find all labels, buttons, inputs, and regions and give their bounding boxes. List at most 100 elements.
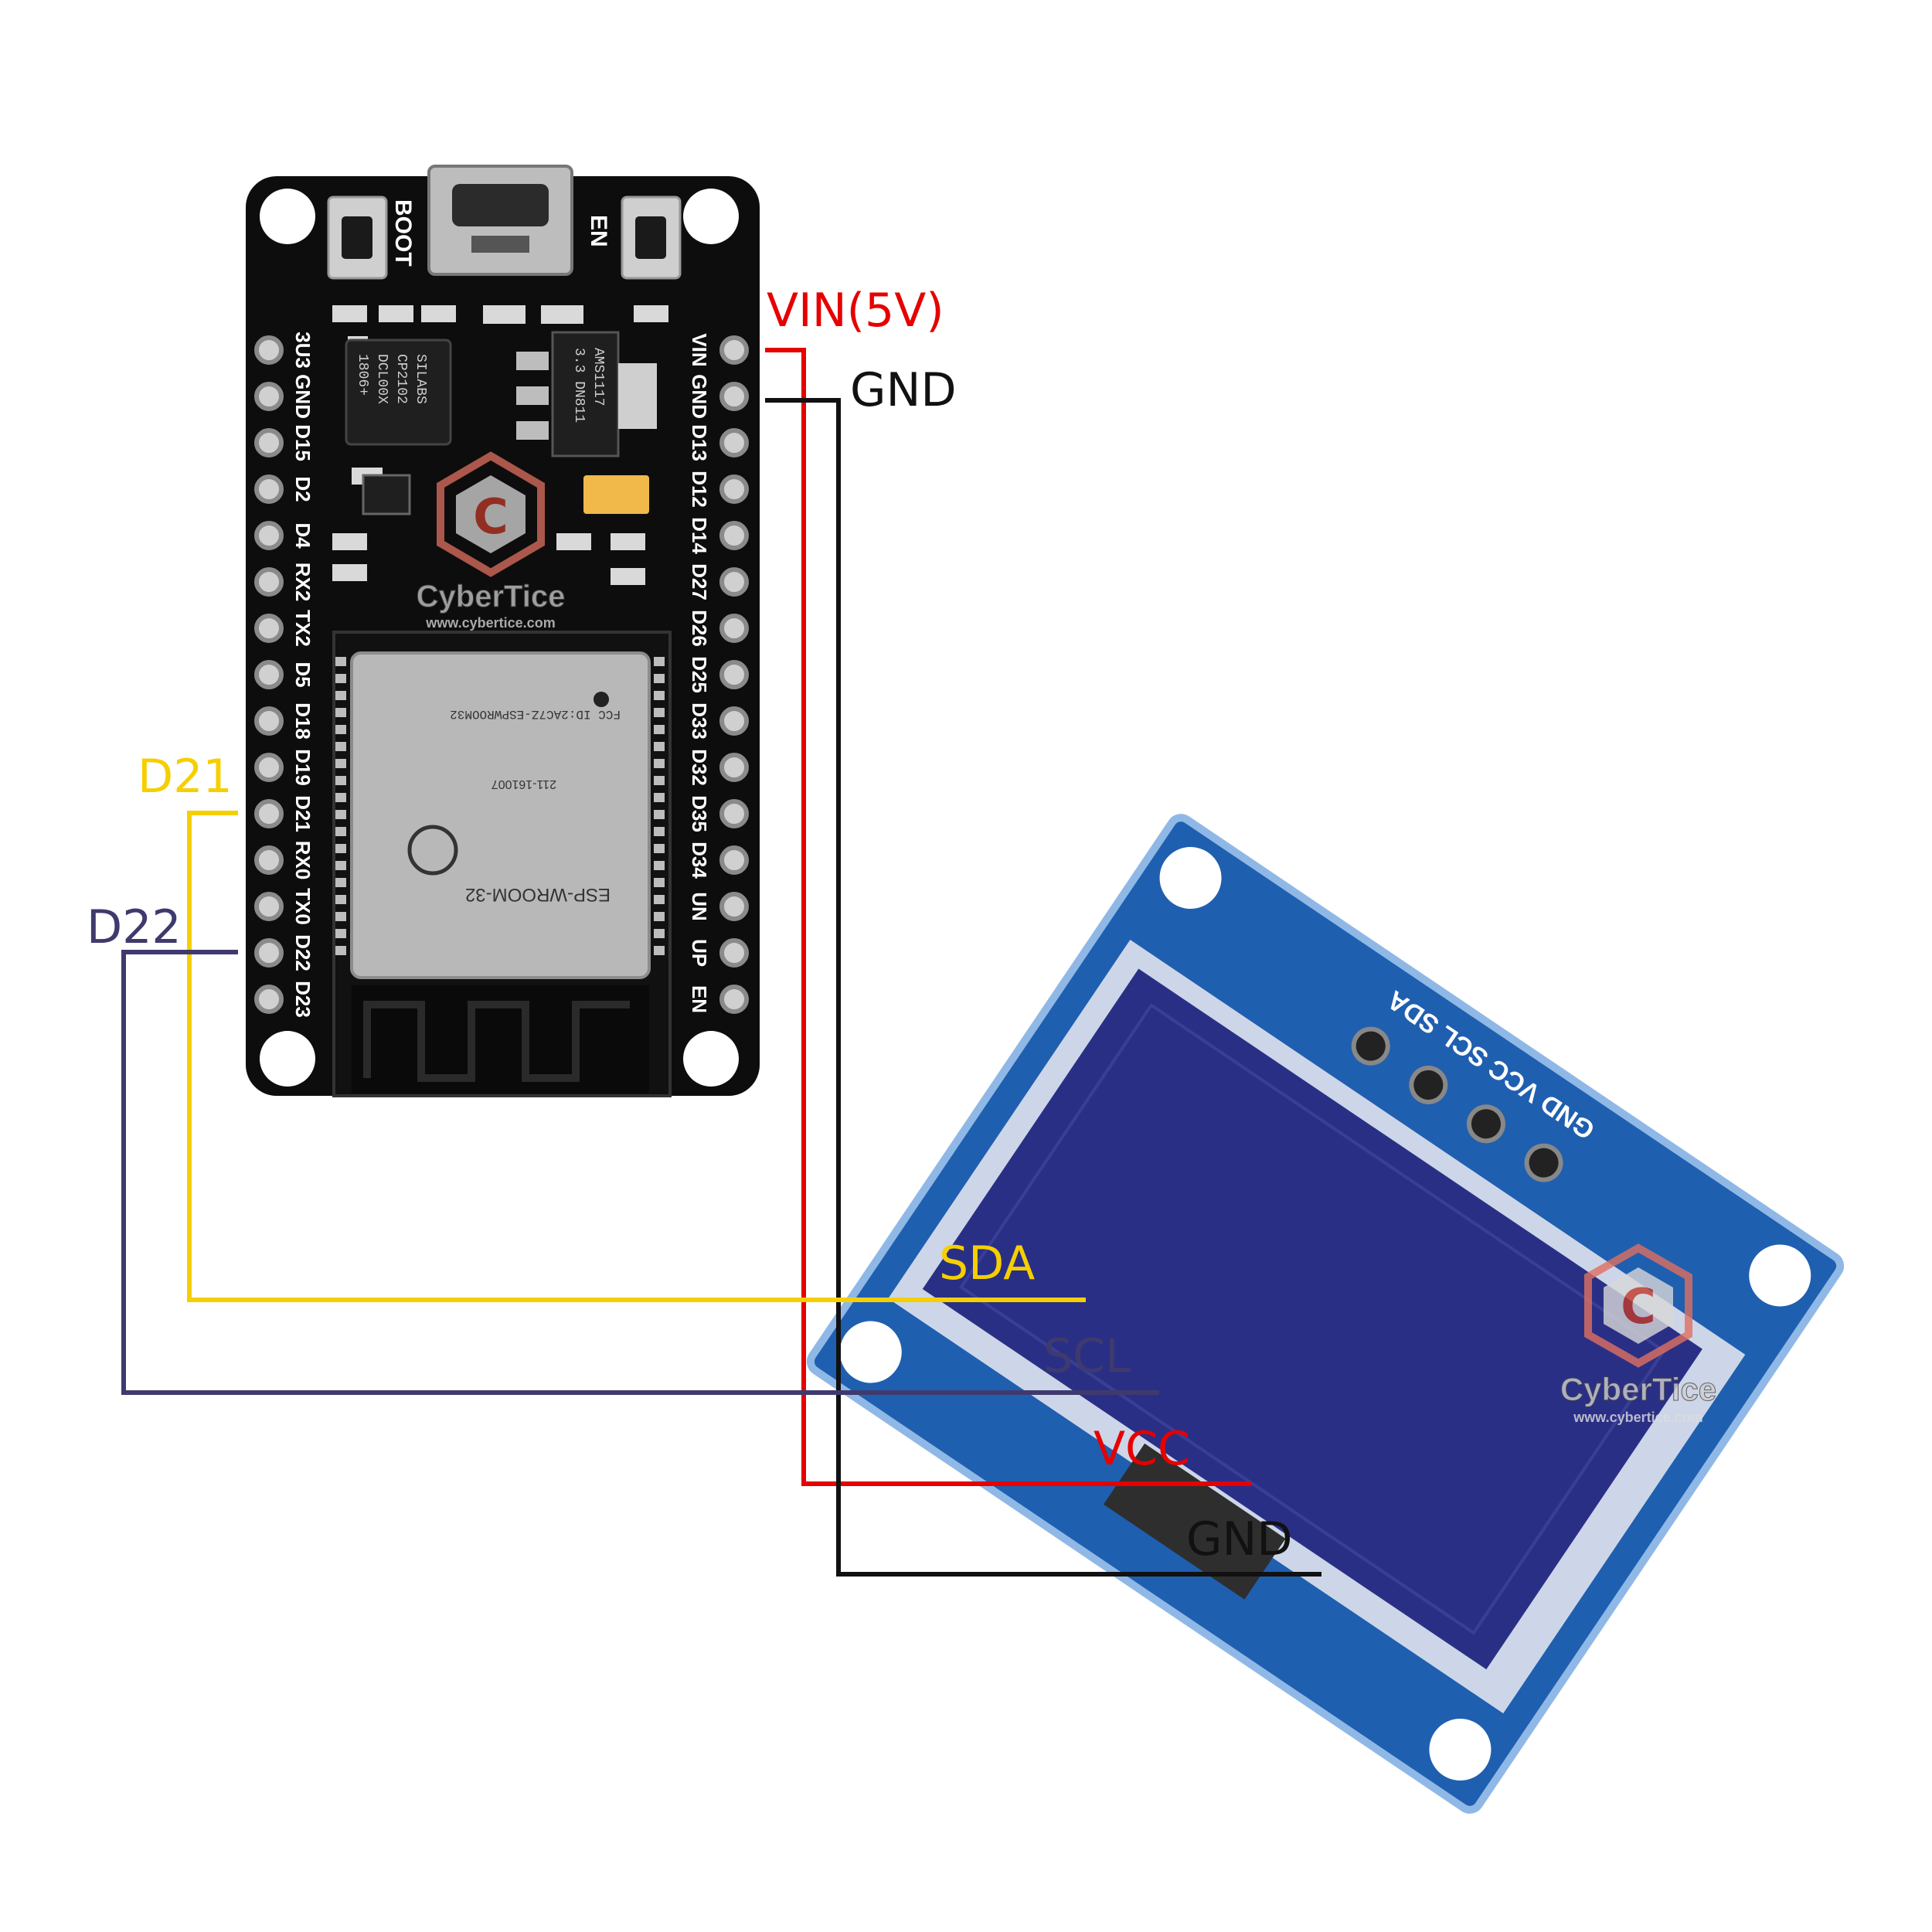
pin-hole: [254, 706, 284, 736]
micro-usb-port: [427, 165, 573, 276]
pin-label: UN: [688, 892, 711, 921]
pin-label: TX0: [291, 888, 315, 925]
pin-hole: [719, 938, 749, 968]
pin-hole: [719, 845, 749, 875]
pin-label: EN: [688, 985, 711, 1013]
module-pad: [654, 725, 665, 734]
module-pad: [654, 929, 665, 938]
pin-hole: [254, 567, 284, 597]
pin-label: GND: [688, 374, 711, 419]
wire-vin-vcc: [765, 348, 1252, 1486]
pin-label: D35: [688, 795, 711, 832]
module-pad: [335, 827, 346, 836]
pin-hole: [254, 799, 284, 828]
cybertice-watermark-oled: C CyberTice www.cybertice.com: [1560, 1243, 1717, 1425]
chip-line: DCL00X: [374, 354, 389, 404]
pin-hole: [719, 985, 749, 1014]
pin-hole: [719, 706, 749, 736]
module-pad: [335, 657, 346, 666]
module-pad: [335, 878, 346, 887]
regulator-label: 3.3 DN811: [571, 348, 587, 423]
pin-label: D22: [291, 934, 315, 971]
pin-hole: [719, 892, 749, 921]
pin-hole: [719, 753, 749, 782]
pin-label: D13: [688, 424, 711, 461]
module-pad: [654, 878, 665, 887]
vcc-label: VCC: [1094, 1422, 1190, 1476]
module-pad: [335, 793, 346, 802]
usb-uart-chip: SILABS CP2102 DCL00X 1806+: [345, 338, 452, 446]
pin-label: D4: [291, 522, 315, 549]
boot-label: BOOT: [390, 199, 416, 267]
regulator-label: AMS1117: [590, 348, 606, 406]
pin-hole: [254, 521, 284, 550]
mount-hole: [1159, 847, 1222, 910]
mount-hole: [1749, 1244, 1811, 1307]
chip-line: 1806+: [355, 354, 370, 396]
module-pad: [335, 946, 346, 955]
wire-d22-scl: [121, 950, 1159, 1395]
oled-header-pins: [1351, 1026, 1563, 1182]
module-pad: [335, 776, 346, 785]
sda-label: SDA: [939, 1236, 1035, 1291]
esp-wroom-32-module: FCC ID:2AC7Z-ESPWROOM32 211-161007 ESP-W…: [332, 631, 672, 1097]
en-button: EN: [586, 196, 682, 280]
rf-shield: [350, 651, 651, 979]
espressif-logo: [407, 825, 458, 876]
logo-letter: C: [1621, 1278, 1656, 1335]
module-pad: [654, 827, 665, 836]
pin-label: D15: [291, 424, 315, 461]
pin-label: D19: [291, 749, 315, 786]
module-cert: 211-161007: [492, 777, 556, 791]
pin-label: D23: [291, 981, 315, 1018]
module-pad: [654, 895, 665, 904]
pin-hole: [254, 938, 284, 968]
svg-text:SILABS: SILABS: [413, 354, 428, 404]
module-fcc: FCC ID:2AC7Z-ESPWROOM32: [450, 707, 621, 721]
module-pad: [335, 674, 346, 683]
chip-line: SILABS: [413, 354, 428, 404]
right-pin-header: VINGNDD13D12D14D27D26D25D33D32D35D34UNUP…: [688, 333, 749, 1014]
module-pad: [654, 861, 665, 870]
module-pad: [335, 844, 346, 853]
pin-label: D27: [688, 563, 711, 600]
mount-hole: [1429, 1718, 1492, 1781]
chip-line: CP2102: [393, 354, 409, 404]
transistor: [362, 474, 411, 515]
pin-hole: [254, 985, 284, 1014]
svg-text:DCL00X: DCL00X: [374, 354, 389, 404]
wires: [121, 348, 1321, 1577]
module-pad: [654, 691, 665, 700]
pin-label: D18: [291, 702, 315, 740]
cybertice-watermark-board: C CyberTice www.cybertice.com: [416, 451, 566, 631]
pin-hole: [254, 753, 284, 782]
module-pad: [654, 793, 665, 802]
brand-url: www.cybertice.com: [425, 615, 555, 631]
module-pad: [654, 708, 665, 717]
pin-hole: [719, 382, 749, 411]
module-pad: [654, 776, 665, 785]
wire-d21-sda: [187, 811, 1086, 1302]
vin-label: VIN(5V): [767, 284, 944, 338]
pin-label: TX2: [291, 610, 315, 647]
brand-name: CyberTice: [1560, 1371, 1716, 1407]
gnd-bottom-label: GND: [1186, 1512, 1293, 1566]
logo-letter: C: [473, 488, 509, 545]
pin-label: D34: [688, 842, 711, 879]
voltage-regulator: AMS1117 3.3 DN811: [516, 331, 657, 457]
module-pad: [335, 895, 346, 904]
pin-label: D2: [291, 476, 315, 502]
module-pad: [335, 861, 346, 870]
pin-label: D14: [688, 517, 711, 554]
module-pad: [335, 912, 346, 921]
module-pad: [654, 742, 665, 751]
pin-hole: [719, 474, 749, 504]
module-pad: [335, 708, 346, 717]
pin-label: D21: [291, 795, 315, 832]
mount-hole: [839, 1321, 902, 1383]
module-pads: [335, 657, 665, 955]
pin-label: D12: [688, 471, 711, 508]
module-pad: [335, 725, 346, 734]
module-pad: [654, 674, 665, 683]
